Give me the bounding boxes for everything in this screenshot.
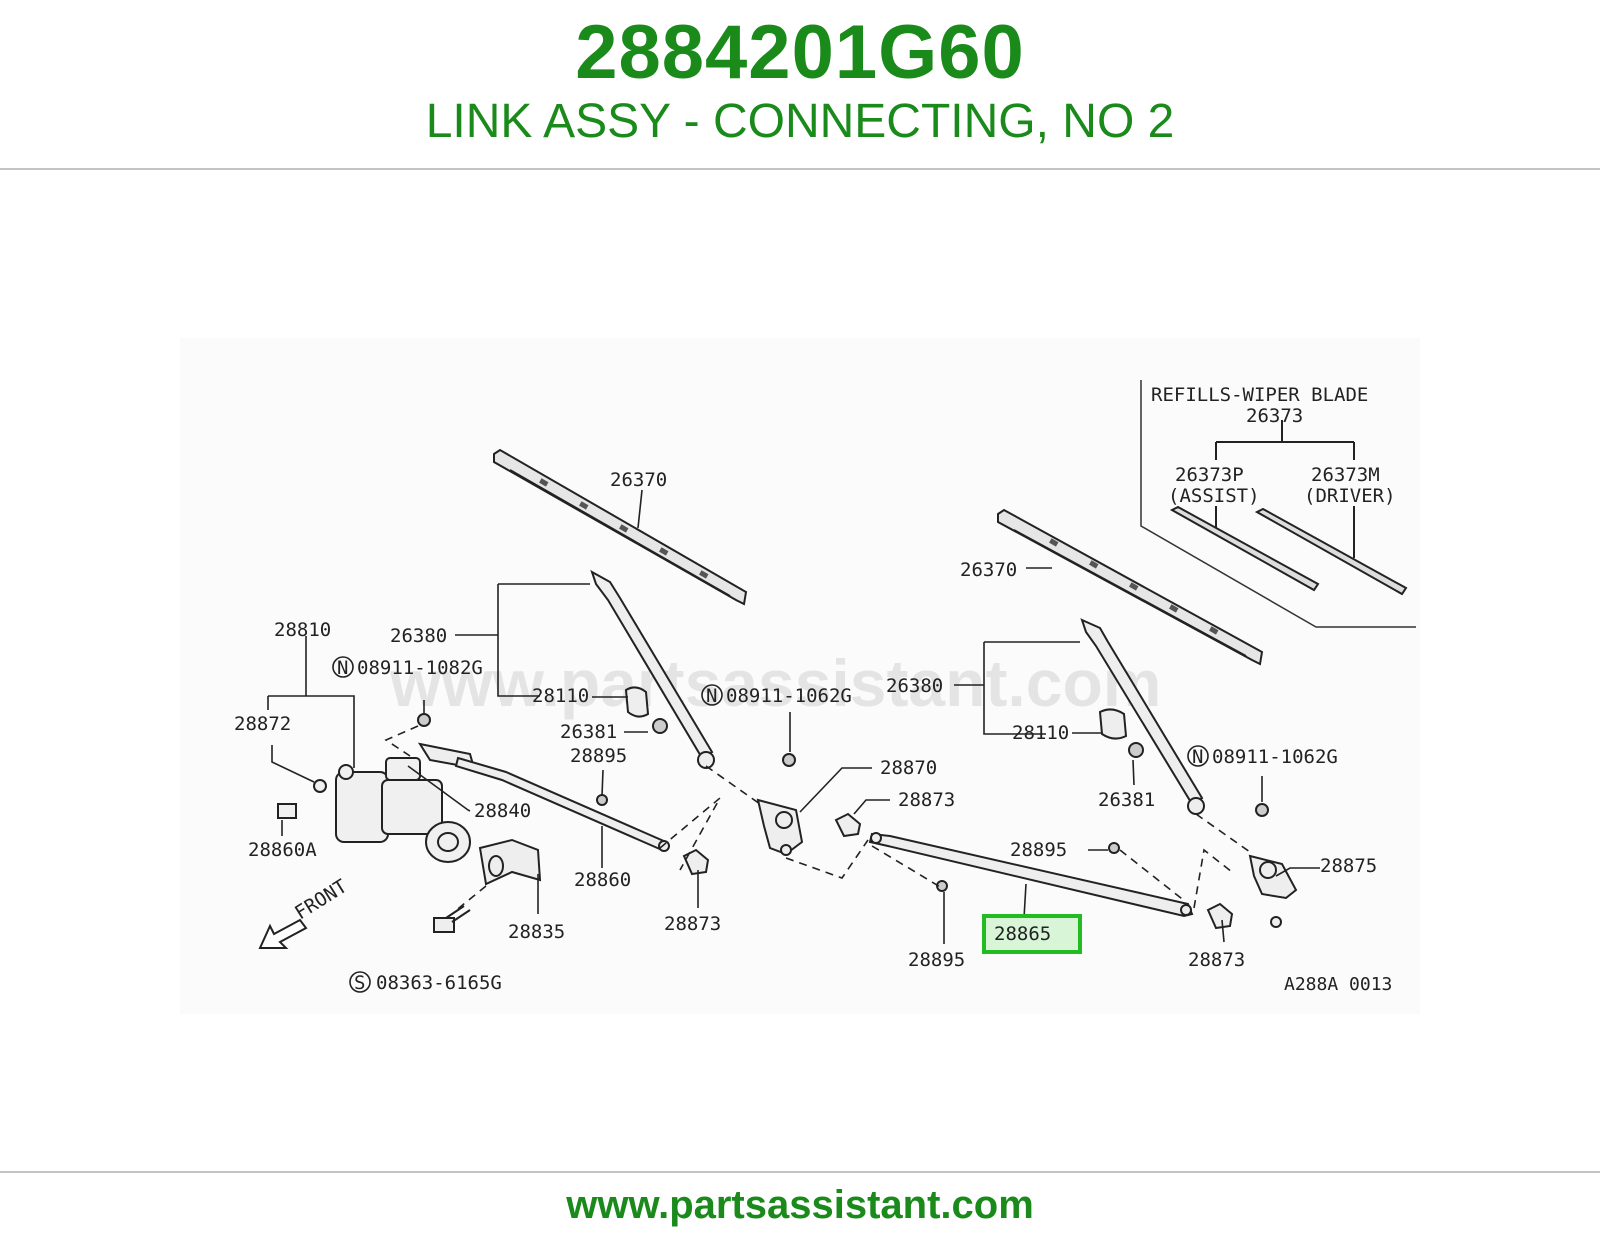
bracket-screw <box>433 905 471 933</box>
label-arm-shaft-right: 28110 <box>1012 722 1069 744</box>
leader-lines <box>267 489 1320 944</box>
s-mark: S <box>354 972 365 994</box>
label-bush-mid: 28895 <box>570 745 627 767</box>
label-arm-right: 26380 <box>886 675 943 697</box>
pivot-left <box>756 798 804 856</box>
arm-cap-left <box>624 686 650 718</box>
label-arm-shaft-left: 28110 <box>532 685 589 707</box>
label-nut-left: 08911-1082G <box>357 657 483 679</box>
label-clip-right: 28873 <box>1188 949 1245 971</box>
refill-strip-assist <box>1169 505 1320 592</box>
diagram-reference-code: A288A 0013 <box>1284 974 1392 995</box>
part-description: LINK ASSY - CONNECTING, NO 2 <box>425 95 1175 148</box>
small-nuts <box>417 713 1269 892</box>
refills-frame <box>1140 380 1416 628</box>
wiper-blade-right <box>997 508 1264 666</box>
link-rod-1 <box>454 756 670 852</box>
label-motor-bolt: 28860A <box>248 839 317 861</box>
wiper-blade-left <box>493 448 748 606</box>
highlight-box-28865[interactable] <box>982 914 1082 954</box>
label-refill-assist: 26373P <box>1175 464 1244 486</box>
watermark: www.partsassistant.com <box>389 646 1161 720</box>
n-mark-left: N <box>337 657 348 679</box>
n-mark-right: N <box>1192 746 1203 768</box>
label-link-1: 28860 <box>574 869 631 891</box>
label-motor-washer: 28872 <box>234 713 291 735</box>
label-arm-left: 26380 <box>390 625 447 647</box>
label-blade-right: 26370 <box>960 559 1017 581</box>
label-clip-mid: 28873 <box>664 913 721 935</box>
motor-bracket <box>478 838 542 886</box>
label-bush-right-bottom: 28895 <box>908 949 965 971</box>
label-motor: 28810 <box>274 619 331 641</box>
label-refill-assist-note: (ASSIST) <box>1168 485 1260 507</box>
label-clip-top: 28873 <box>898 789 955 811</box>
label-motor-link: 28840 <box>474 800 531 822</box>
label-pivot-right: 28875 <box>1320 855 1377 877</box>
label-nut-mid: 08911-1062G <box>726 685 852 707</box>
label-cap-left: 26381 <box>560 721 617 743</box>
label-bracket: 28835 <box>508 921 565 943</box>
label-refill-driver-note: (DRIVER) <box>1304 485 1396 507</box>
footer-divider <box>0 1171 1600 1173</box>
front-label: FRONT <box>291 875 351 924</box>
label-refills-title: REFILLS-WIPER BLADE <box>1151 384 1368 406</box>
footer-website-link[interactable]: www.partsassistant.com <box>566 1183 1034 1227</box>
wiper-motor <box>277 757 471 863</box>
label-blade-left: 26370 <box>610 469 667 491</box>
link-rod-2-connecting <box>868 832 1194 918</box>
pivot-right <box>1248 854 1298 928</box>
clips <box>682 812 1234 930</box>
wiper-arm-right <box>1080 618 1205 815</box>
header-divider <box>0 168 1600 170</box>
refills-bracket <box>1215 420 1355 558</box>
arm-cap-right <box>1098 708 1128 740</box>
refill-strip-driver <box>1254 507 1408 596</box>
label-cap-right: 26381 <box>1098 789 1155 811</box>
label-bush-right-top: 28895 <box>1010 839 1067 861</box>
front-arrow-icon <box>258 918 308 949</box>
diagram-background <box>180 338 1420 1014</box>
part-number-title: 2884201G60 <box>575 10 1025 95</box>
label-pivot-left: 28870 <box>880 757 937 779</box>
assembly-dash-lines <box>384 725 1251 913</box>
label-link-2-highlighted[interactable]: 28865 <box>994 923 1051 945</box>
label-refill-driver: 26373M <box>1311 464 1380 486</box>
page-header: 2884201G60 LINK ASSY - CONNECTING, NO 2 <box>0 0 1600 170</box>
label-screw: 08363-6165G <box>376 972 502 994</box>
n-mark-mid: N <box>706 685 717 707</box>
label-nut-right: 08911-1062G <box>1212 746 1338 768</box>
circle-marks <box>332 656 1209 993</box>
wiper-arm-left <box>590 569 715 769</box>
label-refills-part: 26373 <box>1246 405 1303 427</box>
